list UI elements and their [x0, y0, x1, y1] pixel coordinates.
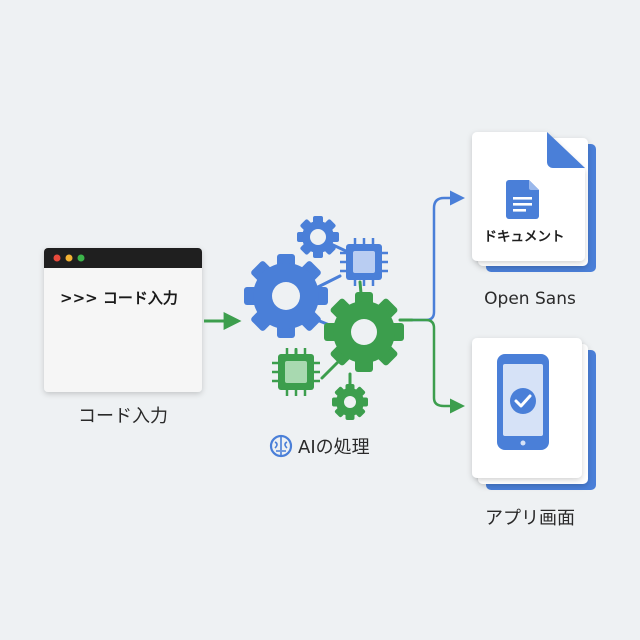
- green-chip-icon: [272, 348, 320, 396]
- large-blue-gear-icon: [244, 254, 328, 338]
- input-caption: コード入力: [78, 406, 168, 427]
- window-titlebar: [44, 248, 202, 268]
- arrow-to-app-screen: [412, 318, 465, 414]
- window-minimize-dot: [65, 254, 73, 262]
- processing-cluster: [244, 216, 414, 420]
- code-prompt-text: >>> コード入力: [60, 289, 178, 307]
- small-gear-icon: [297, 216, 339, 258]
- brain-icon: [269, 434, 293, 458]
- page-fold: [547, 132, 585, 168]
- branch-arrows: [412, 190, 465, 414]
- smartphone-check-icon: [497, 354, 549, 450]
- app-screen-output-card: [472, 338, 596, 490]
- window-maximize-dot: [77, 254, 85, 262]
- document-caption: Open Sans: [484, 289, 576, 309]
- blue-chip-icon: [340, 238, 388, 286]
- app-screen-caption: アプリ画面: [485, 508, 575, 529]
- document-icon: [506, 180, 539, 219]
- document-output-card: ドキュメント: [472, 132, 596, 272]
- code-input-window: >>> コード入力: [44, 248, 202, 392]
- small-green-gear-icon: [332, 384, 368, 420]
- arrow-to-document: [412, 190, 465, 322]
- document-card-label: ドキュメント: [484, 229, 565, 245]
- large-green-gear-icon: [324, 292, 404, 372]
- processing-caption: AIの処理: [298, 437, 370, 458]
- window-close-dot: [53, 254, 61, 262]
